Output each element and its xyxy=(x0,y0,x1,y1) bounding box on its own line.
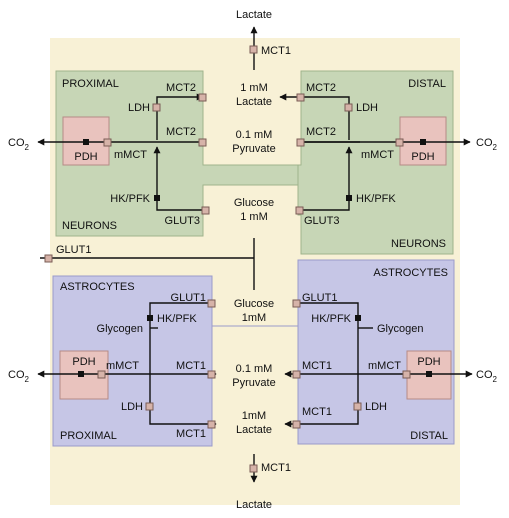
label-lactate-ec-bottom-2: Lactate xyxy=(236,424,272,436)
path-glucose-astro-left xyxy=(149,302,217,428)
label-glucose-ec-top-2: 1 mM xyxy=(240,211,268,223)
transporter-mct2-nr-a xyxy=(296,93,305,102)
transporter-mct2-nl-a xyxy=(198,93,207,102)
label-ldh-nr: LDH xyxy=(356,102,378,114)
label-mct2-nl-b: MCT2 xyxy=(166,126,196,138)
transporter-ldh-ar xyxy=(353,402,362,411)
label-ldh-ar: LDH xyxy=(365,401,387,413)
transporter-glut1-entry xyxy=(44,254,53,263)
label-hkpfk-nr: HK/PFK xyxy=(356,193,396,205)
label-lactate-top: Lactate xyxy=(236,9,272,21)
node-hkpfk-nl xyxy=(154,195,160,201)
transporter-mct1-top xyxy=(249,45,258,54)
path-glucose-neuron-left xyxy=(153,146,206,211)
astrocyte-distal-region xyxy=(212,259,455,445)
transporter-glut3-nr xyxy=(295,206,304,215)
label-region-neuron-right: DISTAL xyxy=(408,78,446,90)
transporter-mct2-nl-b xyxy=(198,138,207,147)
label-glut1-entry: GLUT1 xyxy=(56,244,91,256)
label-pyruvate-ec-top-1: 0.1 mM xyxy=(236,129,273,141)
label-pdh-ar: PDH xyxy=(417,356,440,368)
label-mct1-ar-b: MCT1 xyxy=(302,406,332,418)
path-lactate-neuron-left xyxy=(156,93,204,140)
transporter-mmct-ar xyxy=(402,370,411,379)
node-pdh-nr xyxy=(420,139,426,145)
label-mct2-nl-a: MCT2 xyxy=(166,82,196,94)
label-region-neuron-left: PROXIMAL xyxy=(62,78,119,90)
label-pyruvate-ec-top-2: Pyruvate xyxy=(232,143,275,155)
label-pdh-al: PDH xyxy=(72,356,95,368)
transporter-mct2-nr-b xyxy=(296,138,305,147)
label-glut3-nl: GLUT3 xyxy=(165,215,200,227)
label-mct2-nr-b: MCT2 xyxy=(306,126,336,138)
transporter-mct1-al-a xyxy=(207,370,216,379)
label-glut1-al: GLUT1 xyxy=(171,292,206,304)
label-co2-nr: CO2 xyxy=(476,137,498,152)
transporter-mct1-al-b xyxy=(207,420,216,429)
label-hkpfk-ar: HK/PFK xyxy=(311,313,351,325)
node-pdh-nl xyxy=(83,139,89,145)
label-glucose-ec-bottom-1: Glucose xyxy=(234,298,274,310)
transporter-mct1-bottom xyxy=(249,464,258,473)
transporter-mct1-ar-a xyxy=(292,370,301,379)
label-pdh-nl: PDH xyxy=(74,151,97,163)
node-pdh-al xyxy=(78,371,84,377)
label-mct1-al-a: MCT1 xyxy=(176,360,206,372)
label-lactate-bottom: Lactate xyxy=(236,499,272,511)
label-lactate-ec-top-2: Lactate xyxy=(236,96,272,108)
label-ldh-al: LDH xyxy=(121,401,143,413)
label-glut1-ar: GLUT1 xyxy=(302,292,337,304)
transporter-mmct-nl xyxy=(103,138,112,147)
path-glucose-neuron-right xyxy=(298,146,353,211)
label-hkpfk-al: HK/PFK xyxy=(157,313,197,325)
label-region-astro-left: PROXIMAL xyxy=(60,430,117,442)
label-co2-ar: CO2 xyxy=(476,369,498,384)
path-glucose-astro-right xyxy=(284,302,359,428)
transporter-ldh-al xyxy=(145,402,154,411)
label-cell-astro-left: ASTROCYTES xyxy=(60,281,135,293)
transporter-mmct-al xyxy=(97,370,106,379)
label-glucose-ec-top-1: Glucose xyxy=(234,197,274,209)
label-mmct-ar: mMCT xyxy=(368,360,401,372)
label-mmct-nl: mMCT xyxy=(114,149,147,161)
node-hkpfk-nr xyxy=(346,195,352,201)
label-hkpfk-nl: HK/PFK xyxy=(110,193,150,205)
label-cell-neuron-right: NEURONS xyxy=(391,238,446,250)
label-mct1-top: MCT1 xyxy=(261,45,291,57)
label-mct1-al-b: MCT1 xyxy=(176,428,206,440)
label-mmct-al: mMCT xyxy=(106,360,139,372)
label-co2-nl: CO2 xyxy=(8,137,30,152)
node-hkpfk-ar xyxy=(355,315,361,321)
transporter-ldh-nr xyxy=(344,103,353,112)
transporter-glut1-al xyxy=(207,299,216,308)
label-lactate-ec-bottom-1: 1mM xyxy=(242,410,266,422)
node-pdh-ar xyxy=(426,371,432,377)
label-pyruvate-ec-bottom-1: 0.1 mM xyxy=(236,363,273,375)
label-mct1-bottom: MCT1 xyxy=(261,462,291,474)
label-mct1-ar-a: MCT1 xyxy=(302,360,332,372)
label-glycogen-ar: Glycogen xyxy=(377,323,423,335)
label-lactate-ec-top-1: 1 mM xyxy=(240,82,268,94)
label-glycogen-al: Glycogen xyxy=(97,323,143,335)
label-glut3-nr: GLUT3 xyxy=(304,215,339,227)
transporter-ldh-nl xyxy=(152,103,161,112)
label-glucose-ec-bottom-2: 1mM xyxy=(242,312,266,324)
label-pdh-nr: PDH xyxy=(411,151,434,163)
transporter-glut1-ar xyxy=(292,299,301,308)
label-mct2-nr-a: MCT2 xyxy=(306,82,336,94)
label-cell-astro-right: ASTROCYTES xyxy=(373,267,448,279)
transporter-glut3-nl xyxy=(201,206,210,215)
label-region-astro-right: DISTAL xyxy=(410,430,448,442)
transporter-mct1-ar-b xyxy=(292,420,301,429)
node-hkpfk-al xyxy=(147,315,153,321)
label-mmct-nr: mMCT xyxy=(361,149,394,161)
label-co2-al: CO2 xyxy=(8,369,30,384)
label-pyruvate-ec-bottom-2: Pyruvate xyxy=(232,377,275,389)
transporter-mmct-nr xyxy=(395,138,404,147)
label-cell-neuron-left: NEURONS xyxy=(62,220,117,232)
label-ldh-nl: LDH xyxy=(128,102,150,114)
